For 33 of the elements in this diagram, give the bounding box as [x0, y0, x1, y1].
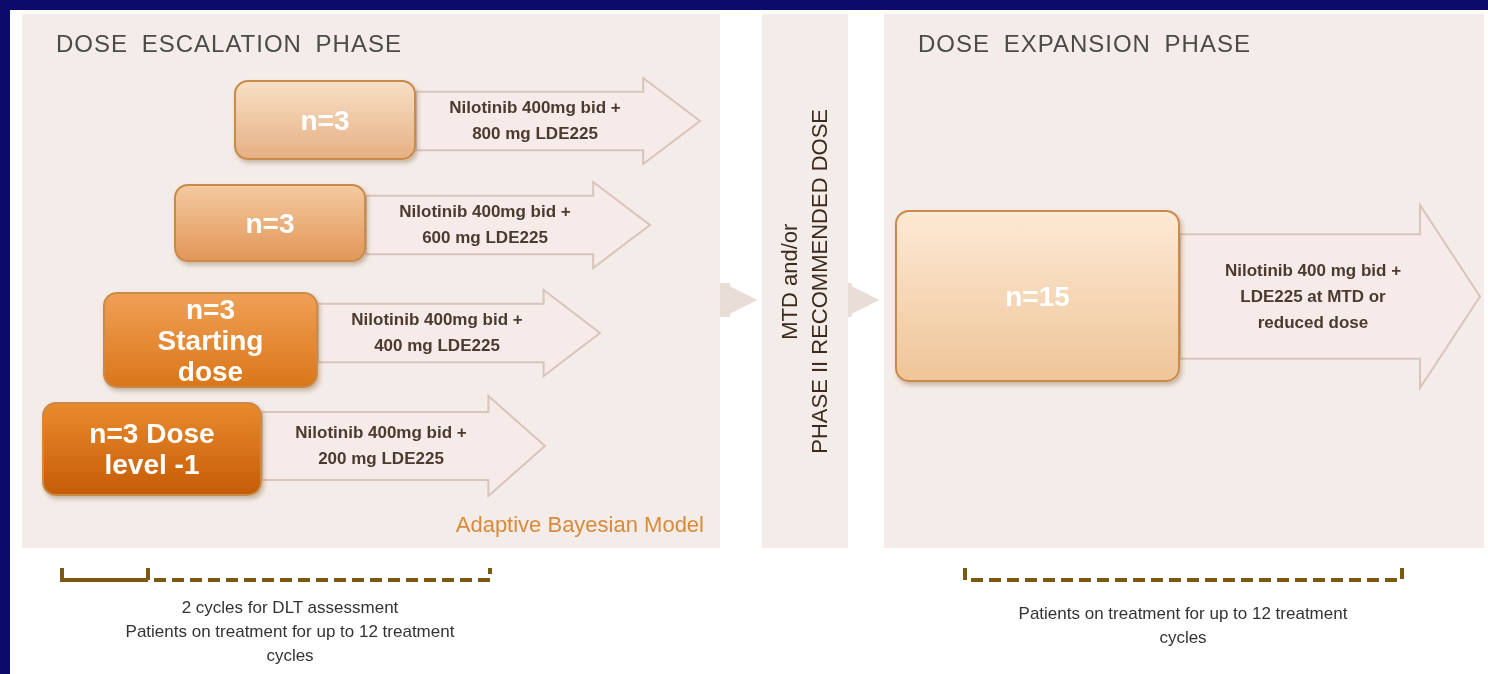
cohort-text: n=15 — [1005, 280, 1070, 312]
chevron-arrow — [848, 283, 880, 317]
dose-banner — [262, 396, 545, 496]
dose-banner — [318, 290, 600, 376]
phase-panel — [22, 14, 720, 548]
cohort-text: n=3 Dose level -1 — [88, 418, 216, 480]
cohort-box — [42, 402, 262, 496]
phase-band — [762, 14, 848, 548]
dose-text: Nilotinib 400mg bid + 400 mg LDE225 — [350, 309, 524, 357]
cohort-text: n=3 Starting dose — [156, 293, 265, 387]
model-note: Adaptive Bayesian Model — [455, 512, 704, 538]
phase-panel — [884, 14, 1484, 548]
chevron-arrow — [720, 283, 758, 317]
phase-title: DOSE ESCALATION PHASE — [56, 30, 402, 58]
cohort-box — [895, 210, 1180, 382]
cohort-text: n=3 — [245, 207, 295, 239]
cohort-box — [174, 184, 366, 262]
cohort-text: n=3 — [300, 104, 350, 136]
dose-text: Nilotinib 400mg bid + 800 mg LDE225 — [448, 97, 622, 145]
dose-banner — [416, 78, 700, 164]
band-text: PHASE II RECOMMENDED DOSE — [806, 108, 833, 454]
dose-banner — [366, 182, 650, 268]
note-text: 2 cycles for DLT assessment — [180, 597, 400, 619]
note-text: Patients on treatment for up to 12 treatment cycles — [1017, 603, 1349, 649]
band-text: MTD and/or — [776, 222, 803, 340]
dose-text: Nilotinib 400 mg bid + LDE225 at MTD or reduced dose — [1223, 259, 1403, 334]
cohort-box — [103, 292, 318, 388]
dose-text: Nilotinib 400mg bid + 600 mg LDE225 — [398, 201, 572, 249]
dose-text: Nilotinib 400mg bid + 200 mg LDE225 — [294, 422, 468, 470]
note-text: Patients on treatment for up to 12 treatment cycles — [124, 621, 456, 667]
phase-title: DOSE EXPANSION PHASE — [918, 30, 1251, 58]
dose-banner — [1180, 205, 1480, 388]
cohort-box — [234, 80, 416, 160]
